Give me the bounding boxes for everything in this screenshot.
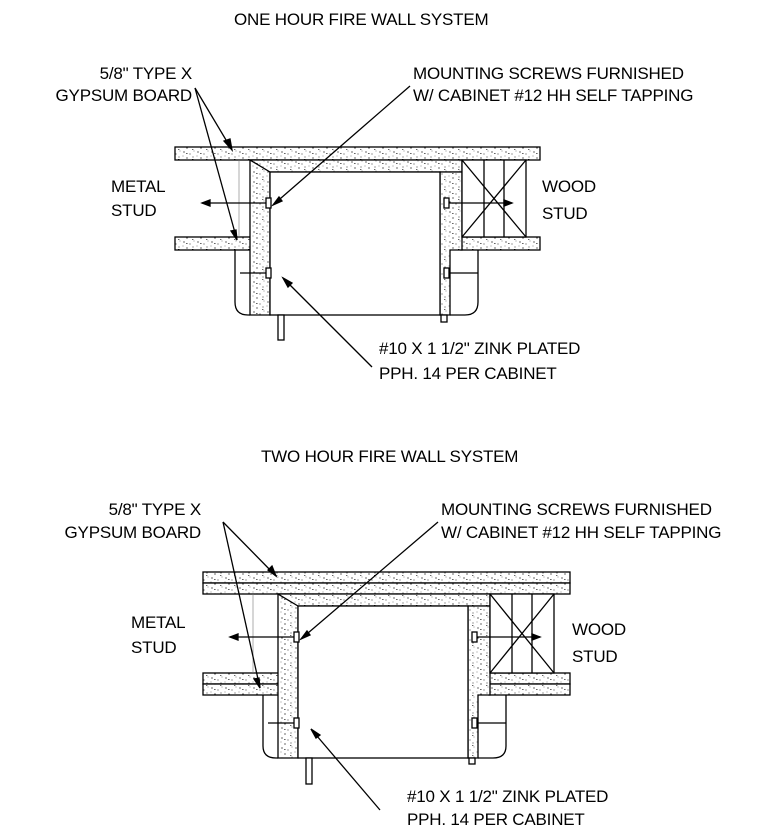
cabinet-box	[297, 605, 469, 759]
one-hour-screw-label-2: PPH. 14 PER CABINET	[379, 364, 557, 383]
gypsum-board-bottom-right-outer	[488, 683, 571, 696]
mounting-leader	[300, 521, 439, 640]
one-hour-mounting-label-1: MOUNTING SCREWS FURNISHED	[413, 64, 684, 83]
cabinet-right-wall	[439, 171, 463, 316]
recess-outline-right	[450, 250, 479, 316]
gypsum-board-bottom-left	[174, 236, 253, 251]
two-hour-gypsum-label-1: 5/8" TYPE X	[108, 500, 202, 519]
cabinet-top-flange	[247, 159, 463, 173]
gypsum-board-bottom-left-outer	[202, 683, 281, 696]
one-hour-wood-label-2: STUD	[542, 204, 588, 223]
one-hour-gypsum-label-2: GYPSUM BOARD	[55, 86, 193, 105]
cabinet-shell	[249, 159, 271, 316]
two-hour-mounting-label-1: MOUNTING SCREWS FURNISHED	[441, 500, 712, 519]
latch-pin	[468, 757, 476, 765]
two-hour-title: TWO HOUR FIRE WALL SYSTEM	[261, 447, 519, 466]
one-hour-title: ONE HOUR FIRE WALL SYSTEM	[234, 10, 489, 29]
one-hour-gypsum-label-1: 5/8" TYPE X	[99, 64, 193, 83]
gypsum-leader-1	[222, 521, 277, 577]
two-hour-screw-label-1: #10 X 1 1/2" ZINK PLATED	[407, 787, 609, 806]
hinge-pin	[277, 314, 285, 341]
two-hour-wood-label-2: STUD	[572, 647, 618, 666]
one-hour-metal-label-1: METAL	[111, 177, 166, 196]
gypsum-leader-2	[222, 521, 261, 689]
gypsum-board-top-inner	[202, 582, 571, 595]
two-hour-metal-label-1: METAL	[131, 613, 186, 632]
two-hour-mounting-label-2: W/ CABINET #12 HH SELF TAPPING	[441, 523, 722, 542]
one-hour-mounting-label-2: W/ CABINET #12 HH SELF TAPPING	[413, 86, 694, 105]
cabinet-right-wall	[467, 605, 491, 759]
two-hour-wood-label-1: WOOD	[572, 620, 626, 639]
gypsum-board-bottom-right	[460, 236, 541, 251]
gypsum-leader-1	[194, 87, 233, 151]
cabinet-shell	[277, 593, 299, 759]
hinge-pin	[305, 757, 313, 785]
screw-leader	[310, 728, 381, 811]
one-hour-metal-label-2: STUD	[111, 201, 157, 220]
mounting-leader	[272, 85, 411, 206]
gypsum-board-bottom-right-inner	[488, 672, 571, 685]
latch-pin	[440, 314, 448, 323]
gypsum-leader-2	[194, 87, 238, 241]
two-hour-gypsum-label-2: GYPSUM BOARD	[64, 523, 202, 542]
recess-outline	[262, 695, 278, 759]
gypsum-board-bottom-left-inner	[202, 672, 281, 685]
two-hour-section	[202, 521, 571, 811]
screw-leader	[282, 277, 373, 368]
gypsum-board-top-outer	[202, 571, 571, 584]
gypsum-board-top	[174, 146, 541, 161]
one-hour-section	[174, 85, 541, 368]
cabinet-box	[269, 171, 441, 316]
recess-outline-right	[478, 695, 507, 759]
cabinet-top-flange	[275, 593, 491, 607]
two-hour-screw-label-2: PPH. 14 PER CABINET	[407, 810, 585, 829]
two-hour-metal-label-2: STUD	[131, 638, 177, 657]
one-hour-wood-label-1: WOOD	[542, 177, 596, 196]
one-hour-screw-label-1: #10 X 1 1/2" ZINK PLATED	[379, 339, 581, 358]
recess-outline	[234, 250, 250, 316]
